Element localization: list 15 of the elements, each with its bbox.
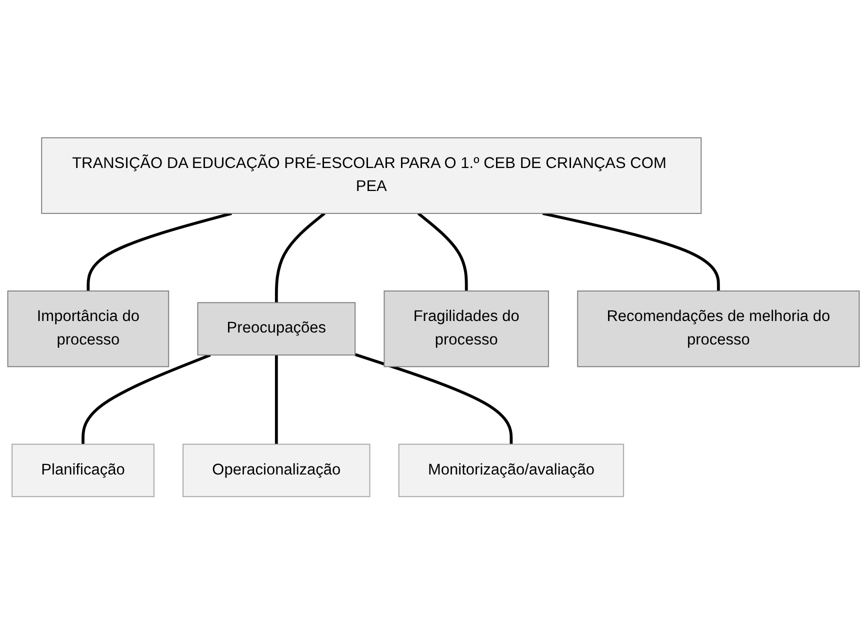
topic-box: TRANSIÇÃO DA EDUCAÇÃO PRÉ-ESCOLAR PARA O 1.º CEB DE CRIANÇAS COM PEA [41,138,702,214]
connector-line [82,354,211,445]
topic-box: Fragilidades do processo [384,290,549,368]
connector-line [274,355,278,445]
topic-box: Preocupações [197,302,356,356]
topic-box: Importância do processo [7,290,170,368]
topic-box: Monitorização/avaliação [398,444,624,498]
topic-box: Recomendações de melhoria do processo [577,290,860,368]
connector-line [274,212,326,303]
connector-line [86,212,232,292]
connector-line [542,212,720,292]
connector-line [417,212,468,292]
connector-line [354,353,513,445]
topic-box: Planificação [12,444,154,498]
topic-box: Operacionalização [182,444,370,498]
